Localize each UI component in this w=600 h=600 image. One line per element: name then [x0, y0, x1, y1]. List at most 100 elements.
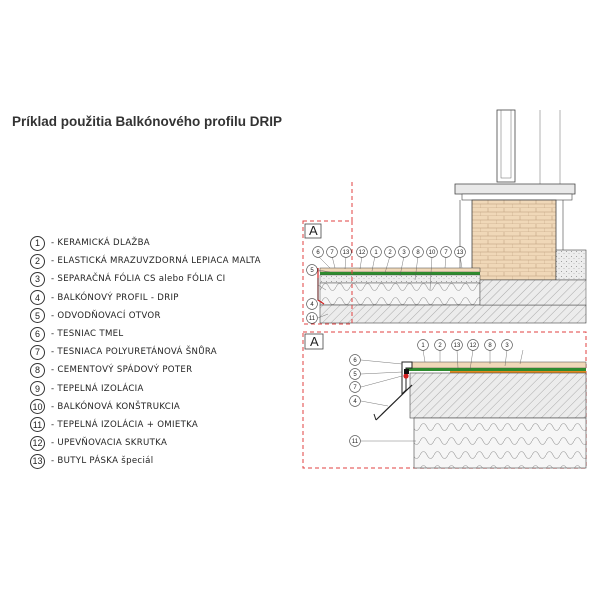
callout: 5: [349, 368, 361, 380]
legend-item: 12- UPEVŇOVACIA SKRUTKA: [30, 434, 300, 452]
legend-label: - BALKÓNOVÁ KONŠTRUKCIA: [51, 401, 181, 412]
legend-number: 2: [30, 253, 45, 269]
callout: 7: [326, 246, 338, 258]
callout: 7: [349, 381, 361, 393]
svg-text:11: 11: [309, 316, 316, 322]
svg-text:5: 5: [353, 372, 357, 378]
legend: 1 - KERAMICKÁ DLAŽBA 2 - ELASTICKÁ MRAZUVZ…: [30, 234, 300, 470]
legend-number: 10: [30, 399, 45, 415]
upper-callouts: 6 7 13 12 1 2 3 8 10 7 13 5 4 11: [306, 246, 466, 324]
svg-text:7: 7: [353, 385, 357, 391]
callout: 11: [306, 312, 318, 324]
legend-label: - TEPELNÁ IZOLÁCIA: [51, 383, 144, 394]
legend-number: 6: [30, 326, 45, 342]
svg-text:7: 7: [330, 250, 334, 256]
screed-line: [450, 371, 586, 373]
callout: 5: [306, 264, 318, 276]
legend-label: - BUTYL PÁSKA špeciál: [51, 456, 154, 467]
callout: 13: [340, 246, 352, 258]
callout: 12: [467, 339, 479, 351]
svg-text:4: 4: [353, 399, 357, 405]
legend-item: 8 - CEMENTOVÝ SPÁDOVÝ POTER: [30, 361, 300, 379]
legend-item: 10 - BALKÓNOVÁ KONŠTRUKCIA: [30, 398, 300, 416]
svg-text:12: 12: [359, 250, 366, 256]
balcony-slab: [409, 372, 587, 419]
callout: 4: [306, 298, 318, 310]
insulation-layer: [413, 417, 587, 469]
lower-callouts: 1 2 13 12 8 3 6 5 7 4 11: [349, 339, 513, 447]
svg-text:2: 2: [438, 343, 442, 349]
legend-number: 4: [30, 290, 45, 306]
wall-brick: [471, 199, 557, 281]
callout: 1: [417, 339, 429, 351]
callout: 4: [349, 395, 361, 407]
callout: 10: [426, 246, 438, 258]
legend-number: 7: [30, 344, 45, 360]
svg-text:13: 13: [343, 250, 350, 256]
legend-item: 2 - ELASTICKÁ MRAZUVZDORNÁ LEPIACA MALTA: [30, 252, 300, 270]
window-sill: [454, 183, 576, 195]
svg-text:3: 3: [402, 250, 406, 256]
svg-text:5: 5: [310, 268, 314, 274]
legend-item: 6 - TESNIAC TMEL: [30, 325, 300, 343]
svg-text:6: 6: [353, 358, 357, 364]
legend-number: 13: [30, 453, 45, 469]
legend-number: 12: [30, 435, 45, 451]
legend-number: 1: [30, 235, 45, 251]
legend-item: 1 - KERAMICKÁ DLAŽBA: [30, 234, 300, 252]
callout: 11: [349, 435, 361, 447]
callout: 6: [349, 354, 361, 366]
legend-item: 5 - ODVODŇOVACÍ OTVOR: [30, 307, 300, 325]
tile-layer: [409, 361, 587, 369]
callout: 8: [484, 339, 496, 351]
callout: 13: [454, 246, 466, 258]
page-title: Príklad použitia Balkónového profilu DRI…: [12, 114, 283, 129]
insulation-layer: [319, 282, 481, 306]
svg-text:10: 10: [429, 250, 436, 256]
callout: 8: [412, 246, 424, 258]
svg-text:1: 1: [374, 250, 378, 256]
legend-label: - TEPELNÁ IZOLÁCIA + OMIETKA: [51, 419, 199, 430]
legend-label: - BALKÓNOVÝ PROFIL - DRIP: [51, 292, 179, 303]
svg-text:13: 13: [457, 250, 464, 256]
section-label-a: A: [310, 334, 319, 349]
detail-box-a-upper: [302, 220, 353, 325]
svg-text:4: 4: [310, 302, 314, 308]
callout: 7: [440, 246, 452, 258]
callout: 12: [356, 246, 368, 258]
lower-section-detail: A: [302, 331, 587, 469]
callout: 13: [451, 339, 463, 351]
svg-text:1: 1: [421, 343, 425, 349]
svg-text:11: 11: [352, 439, 359, 445]
legend-label: - TESNIACA POLYURETÁNOVÁ ŠNŮRA: [51, 347, 217, 358]
svg-text:2: 2: [388, 250, 392, 256]
callout: 2: [384, 246, 396, 258]
upper-section-detail: A: [302, 109, 587, 325]
svg-text:3: 3: [505, 343, 509, 349]
legend-item: 9- TEPELNÁ IZOLÁCIA: [30, 380, 300, 398]
svg-text:8: 8: [416, 250, 420, 256]
legend-item: 4 - BALKÓNOVÝ PROFIL - DRIP: [30, 289, 300, 307]
svg-text:8: 8: [488, 343, 492, 349]
balcony-slab: [319, 304, 587, 324]
legend-number: 8: [30, 362, 45, 378]
legend-label: - ODVODŇOVACÍ OTVOR: [51, 310, 161, 321]
legend-item: 13 - BUTYL PÁSKA špeciál: [30, 452, 300, 470]
callout: 3: [398, 246, 410, 258]
membrane-layer: [320, 272, 480, 275]
tile-layer: [319, 267, 481, 273]
sealant-dot: [403, 373, 409, 379]
membrane-layer: [405, 368, 586, 371]
legend-label: - ELASTICKÁ MRAZUVZDORNÁ LEPIACA MALTA: [51, 256, 261, 267]
legend-number: 11: [30, 417, 45, 433]
legend-item: 3- SEPARAČNÁ FÓLIA CS alebo FÓLIA CI: [30, 270, 300, 288]
legend-label: - KERAMICKÁ DLAŽBA: [51, 238, 150, 249]
legend-label: - CEMENTOVÝ SPÁDOVÝ POTER: [51, 365, 193, 376]
legend-number: 5: [30, 308, 45, 324]
legend-item: 11 - TEPELNÁ IZOLÁCIA + OMIETKA: [30, 416, 300, 434]
section-label-a: A: [309, 223, 318, 238]
legend-label: - SEPARAČNÁ FÓLIA CS alebo FÓLIA CI: [51, 274, 226, 285]
screed-layer: [319, 274, 481, 284]
legend-label: - TESNIAC TMEL: [51, 329, 124, 340]
callout: 1: [370, 246, 382, 258]
